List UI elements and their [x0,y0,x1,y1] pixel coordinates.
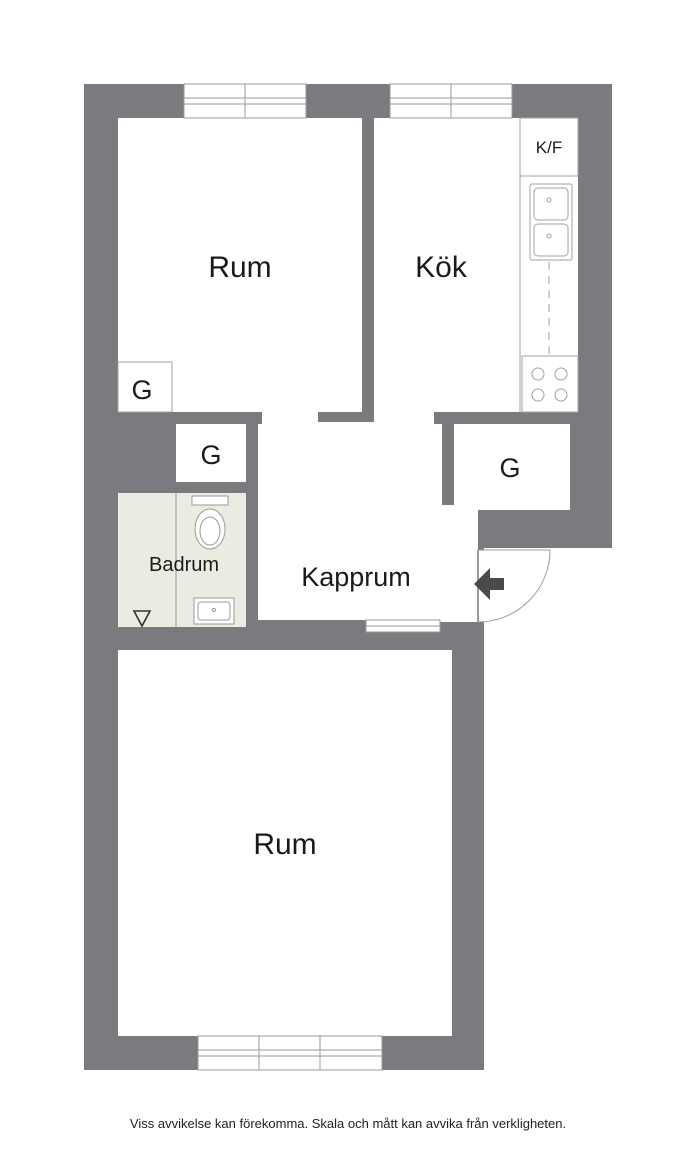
windows [183,83,513,1071]
floor-drain-icon [132,610,152,628]
label-closet-rum-top: G [131,375,152,405]
closet-hall-right [454,424,570,510]
label-closet-hall-right: G [499,453,520,483]
room-rum-bottom [118,650,452,1036]
closet-hall-left [176,424,246,482]
room-kapprum [258,424,442,620]
entry-door [474,549,551,623]
closet-rum-top [117,361,173,413]
entrance-arrow-icon [474,568,504,600]
label-rum-top: Rum [208,251,271,284]
label-badrum: Badrum [149,554,219,576]
label-kapprum: Kapprum [301,562,411,592]
label-rum-bottom: Rum [253,828,316,861]
toilet-tank [191,495,229,506]
label-fridge-freezer: K/F [536,138,562,157]
label-kok: Kök [415,251,468,284]
window-rum-bottom [197,1035,383,1071]
kitchen-fixtures [519,117,579,413]
disclaimer-text: Viss avvikelse kan förekomma. Skala och … [129,1116,567,1131]
bathroom-fixtures [132,493,235,628]
room-kapprum-entry [440,505,478,623]
stove [521,355,579,413]
fridge-freezer-box [519,117,579,177]
label-closet-hall-left: G [200,440,221,470]
hall-connector [262,412,372,422]
